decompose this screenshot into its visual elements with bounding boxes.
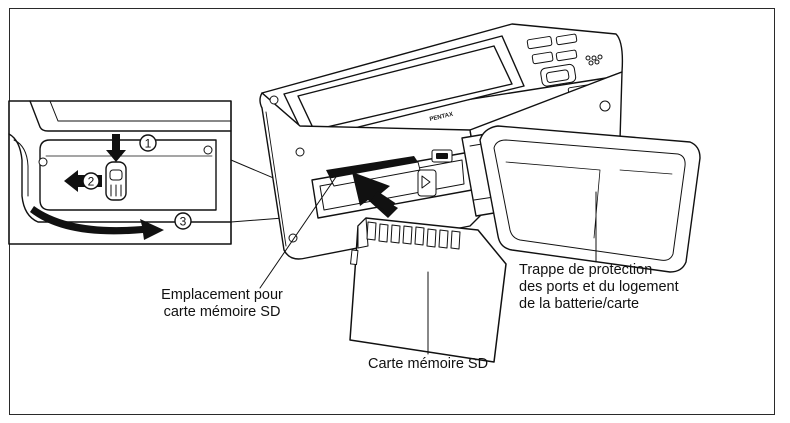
caption-cover-line-3: de la batterie/carte <box>519 296 640 312</box>
step-badge-3 <box>174 212 192 230</box>
caption-cover-line-2: des ports et du logement <box>519 279 679 295</box>
insert-arrow <box>352 172 398 218</box>
latch-slider <box>105 161 127 201</box>
caption-sd-slot-line-1: Emplacement pour <box>161 287 283 303</box>
step-badge-2 <box>82 172 100 190</box>
ports <box>417 149 453 197</box>
step-number-2: 2 <box>88 175 95 189</box>
caption-cover-line-1: Trappe de protection <box>519 262 653 278</box>
caption-leader-lines <box>259 173 597 355</box>
detail-inset <box>8 100 232 245</box>
arrow-step-3 <box>30 206 164 240</box>
battery-card-cover <box>479 125 701 273</box>
step-badge-1 <box>139 134 157 152</box>
caption-cover: Trappe de protection des ports et du log… <box>519 262 679 313</box>
brand-label: PENTAX <box>429 112 454 123</box>
caption-sd-slot: Emplacement pour carte mémoire SD <box>138 287 306 321</box>
caption-sd-card-line-1: Carte mémoire SD <box>368 356 489 372</box>
step-number-1: 1 <box>145 137 152 151</box>
caption-sd-slot-line-2: carte mémoire SD <box>163 304 281 320</box>
step-number-3: 3 <box>180 215 187 229</box>
arrow-step-1 <box>106 134 126 162</box>
caption-sd-card: Carte mémoire SD <box>368 356 488 373</box>
